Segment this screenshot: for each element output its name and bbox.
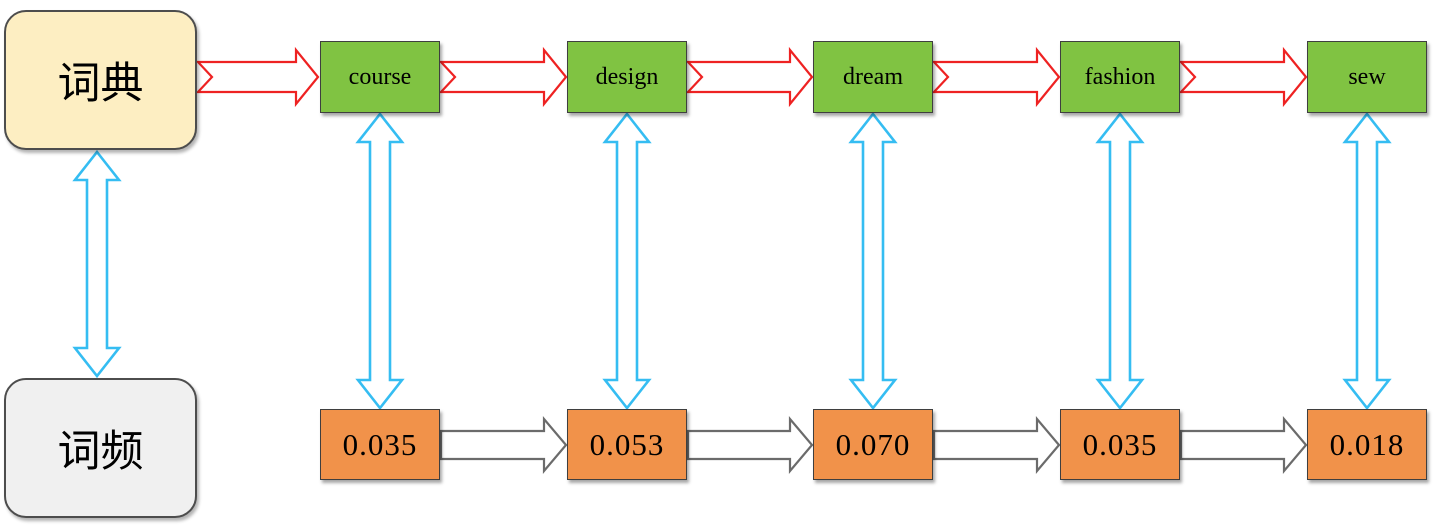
value-label-2: 0.053 [589, 426, 665, 462]
value-label-5: 0.018 [1329, 426, 1405, 462]
link-arrow-col-1 [355, 111, 405, 411]
value-arrow-4-to-5 [1179, 415, 1308, 475]
word-box-2[interactable]: design [567, 41, 687, 113]
link-arrow-col-3 [848, 111, 898, 411]
value-label-3: 0.070 [835, 426, 911, 462]
word-label-1: course [348, 63, 412, 90]
value-arrow-3-to-4 [932, 415, 1061, 475]
word-box-4[interactable]: fashion [1060, 41, 1180, 113]
value-box-3[interactable]: 0.070 [813, 409, 933, 480]
link-arrow-group [72, 111, 1392, 411]
link-arrow-col-2 [602, 111, 652, 411]
value-label-4: 0.035 [1082, 426, 1158, 462]
category-box-dictionary[interactable]: 词典 [4, 10, 197, 150]
link-arrow-col-5 [1342, 111, 1392, 411]
value-arrow-group [439, 415, 1308, 475]
word-box-3[interactable]: dream [813, 41, 933, 113]
word-arrow-dictionary-to-course [195, 46, 320, 108]
word-arrow-dream-to-fashion [931, 46, 1061, 108]
value-arrow-2-to-3 [686, 415, 814, 475]
link-arrow-col-4 [1095, 111, 1145, 411]
value-box-1[interactable]: 0.035 [320, 409, 440, 480]
link-arrow-categories [72, 149, 122, 379]
word-label-5: sew [1348, 63, 1386, 90]
category-label-frequency: 词频 [57, 427, 144, 477]
value-box-4[interactable]: 0.035 [1060, 409, 1180, 480]
value-arrow-1-to-2 [439, 415, 568, 475]
word-box-1[interactable]: course [320, 41, 440, 113]
word-arrow-group [195, 46, 1308, 108]
word-arrow-design-to-dream [685, 46, 814, 108]
word-label-3: dream [843, 63, 903, 90]
value-box-2[interactable]: 0.053 [567, 409, 687, 480]
word-label-4: fashion [1084, 63, 1156, 90]
word-arrow-fashion-to-sew [1178, 46, 1308, 108]
value-label-1: 0.035 [342, 426, 418, 462]
value-box-5[interactable]: 0.018 [1307, 409, 1427, 480]
word-box-5[interactable]: sew [1307, 41, 1427, 113]
word-label-2: design [595, 63, 659, 90]
category-label-dictionary: 词典 [57, 59, 144, 109]
word-arrow-course-to-design [438, 46, 568, 108]
category-box-frequency[interactable]: 词频 [4, 378, 197, 518]
